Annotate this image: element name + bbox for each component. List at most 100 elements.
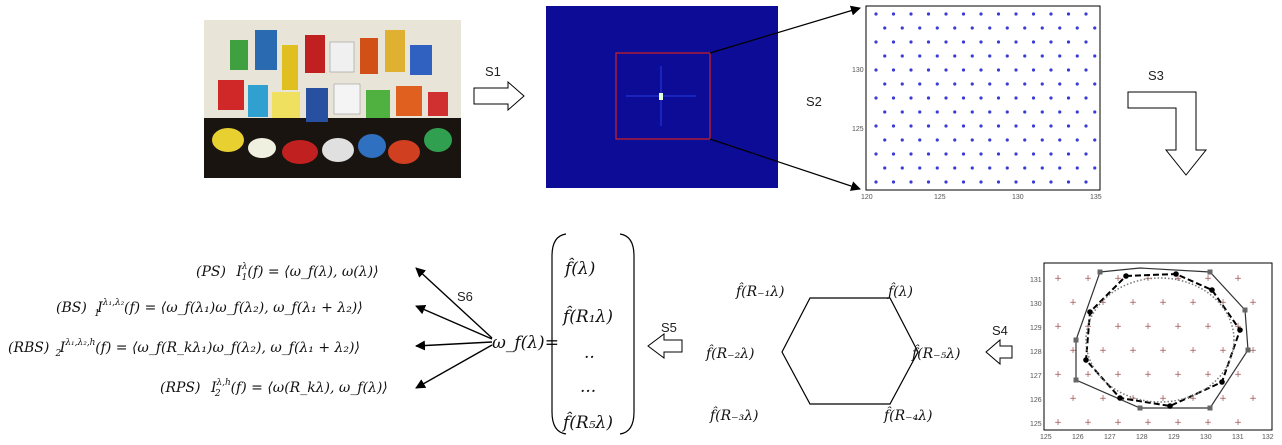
lattice-point: [1049, 124, 1053, 128]
zoom-point: +: [1204, 370, 1212, 380]
lattice-point: [1049, 68, 1053, 72]
lattice-point: [1031, 12, 1036, 16]
lattice-point: [909, 180, 913, 184]
lattice-point: [996, 68, 1001, 72]
lattice-point: [1023, 110, 1027, 114]
lattice-point: [918, 166, 922, 170]
lattice-point: [891, 12, 896, 16]
outer-octagon: [1075, 267, 1249, 409]
svg-text:(RPS) Iλ,h2(f) = ⟨ω(R_kλ: (RPS) Iλ,h2(f) = ⟨ω(R_kλ), ω_f(λ)⟩: [160, 378, 388, 399]
svg-text:(RBS) Iλ₁,λ₂,h2(f) = ⟨ω_: (RBS) Iλ₁,λ₂,h2(f) = ⟨ω_f(R_kλ₁)ω_f(λ₂),…: [8, 338, 360, 359]
zoom-point: +: [1144, 322, 1152, 332]
fourier-spectrum: [546, 6, 778, 188]
eq-sub: 1: [94, 309, 100, 319]
lattice-point: [1093, 54, 1097, 58]
lattice-point: [979, 68, 983, 72]
lattice-point: [988, 82, 992, 86]
object-photo: [204, 20, 461, 178]
hex-label-top-right: f̂(λ): [887, 282, 913, 300]
vector-entry: f̂(R₁λ): [561, 306, 613, 327]
zoom-point: +: [1054, 274, 1062, 284]
lattice-point: [883, 54, 887, 58]
lattice-point: [909, 40, 913, 44]
lattice-point: [935, 110, 939, 114]
lattice-point: [1005, 166, 1009, 170]
lattice-point: [953, 54, 957, 58]
zoom-point: +: [1084, 418, 1092, 428]
lattice-point: [909, 68, 913, 72]
lattice-point: [961, 68, 966, 72]
hex-label-mid-left: f̂(R₋₂λ): [705, 344, 755, 362]
hex-label-mid-right: f̂(R₋₅λ): [911, 344, 961, 362]
s1-label: S1: [485, 64, 501, 79]
lattice-point: [935, 54, 939, 58]
zoom-point: +: [1219, 298, 1227, 308]
zoom-point: +: [1069, 298, 1077, 308]
eq-prefix: (RPS): [160, 380, 200, 396]
polygon-vertex: [1209, 287, 1215, 293]
zoom-xtick: 125: [1040, 434, 1052, 441]
octagon-vertex: [1097, 269, 1103, 275]
zoom-point: +: [1189, 298, 1197, 308]
zoom-ytick: 129: [1030, 325, 1042, 332]
svg-text:(PS) Iλ1(f) = ⟨ω_f(λ), ω: (PS) Iλ1(f) = ⟨ω_f(λ), ω(λ)⟩: [196, 262, 379, 283]
lattice-point: [1093, 138, 1097, 142]
polygon-vertex: [1087, 309, 1093, 315]
lattice-point: [926, 96, 931, 100]
zoom-point: +: [1234, 370, 1242, 380]
lattice-point: [1093, 82, 1097, 86]
eq-sub: 1: [242, 273, 248, 283]
lattice-point: [970, 110, 974, 114]
lattice-point: [988, 54, 992, 58]
lattice-point: [1084, 152, 1088, 156]
lattice-point: [944, 124, 948, 128]
lattice-point: [883, 26, 887, 30]
lattice-point: [996, 180, 1001, 184]
s6-label: S6: [457, 289, 473, 304]
lattice-point: [1014, 40, 1018, 44]
zoom-point: +: [1234, 418, 1242, 428]
lattice-point: [1014, 180, 1018, 184]
lattice-point: [1040, 138, 1044, 142]
lattice-point: [979, 152, 983, 156]
lattice-ytick: 130: [852, 67, 864, 74]
eq-sub: 2: [54, 349, 61, 359]
hex-label-bottom-left: f̂(R₋₃λ): [709, 406, 759, 424]
octagon-vertex: [1207, 405, 1213, 411]
lattice-point: [918, 54, 922, 58]
lattice-point: [1049, 152, 1053, 156]
octagon-vertex: [1073, 377, 1079, 383]
lattice-point: [988, 110, 992, 114]
s3-arrow: [1127, 91, 1208, 176]
zoom-point: +: [1174, 322, 1182, 332]
lattice-point: [1066, 180, 1071, 184]
lattice-point: [1031, 124, 1036, 128]
zoom-point: +: [1099, 298, 1107, 308]
lattice-point: [1040, 26, 1044, 30]
lattice-point: [953, 166, 957, 170]
lattice-point: [970, 82, 974, 86]
lattice-point: [874, 152, 878, 156]
octagon-vertex: [1242, 307, 1248, 313]
hexagon: f̂(R₋₁λ) f̂(λ) f̂(R₋₂λ) f̂(R₋₅λ) f̂(R₋₃λ…: [705, 282, 961, 424]
zoom-xtick: 129: [1168, 434, 1180, 441]
lattice-point: [918, 110, 922, 114]
zoom-ytick: 127: [1030, 373, 1042, 380]
dotted-circle: [1085, 277, 1235, 403]
lattice-point: [988, 166, 992, 170]
lattice-point: [1040, 82, 1044, 86]
lattice-point: [961, 180, 966, 184]
lattice-point: [1023, 82, 1027, 86]
lattice-point: [1005, 138, 1009, 142]
lattice-point: [988, 26, 992, 30]
vector-entry: ...: [580, 377, 596, 397]
lattice-point: [926, 12, 931, 16]
lattice-point: [1049, 40, 1053, 44]
lattice-point: [1040, 54, 1044, 58]
lattice-point: [900, 166, 904, 170]
lattice-point: [1040, 166, 1044, 170]
lattice-point: [944, 12, 948, 16]
vector-entry: f̂(λ): [563, 258, 595, 279]
